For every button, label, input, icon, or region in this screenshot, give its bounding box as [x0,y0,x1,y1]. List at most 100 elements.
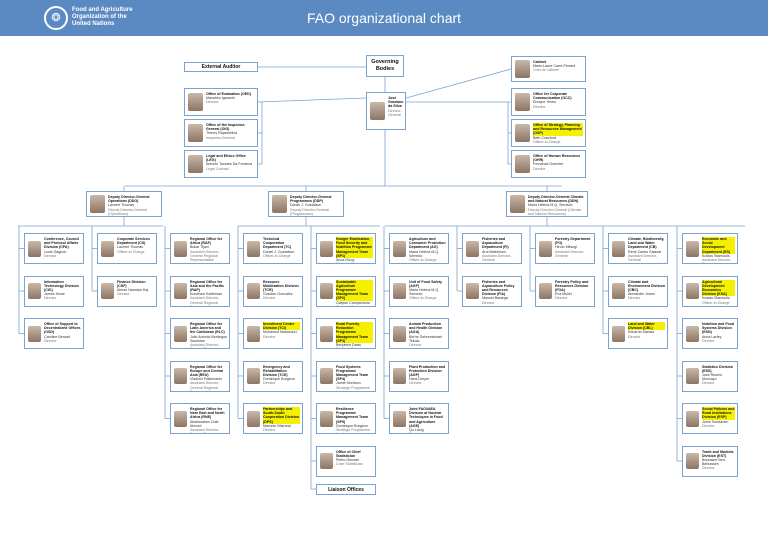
unit-name: Nutrition and Food Systems Division (ESN… [702,322,735,335]
column-0-unit-0: Conference, Council and Protocol Affairs… [24,233,84,264]
person-role: Director [409,343,422,348]
person-name: Hans Dreyer [409,377,430,382]
person-photo [272,195,287,213]
org-unit-text: Information Technology Division (CIO)Jam… [44,280,81,301]
person-role: Inspector-General [206,135,235,140]
unit-name: Climate and Environment Division (CBC) [628,279,665,292]
unit-name: Agriculture and Consumer Protection Depa… [409,237,446,250]
person-name: Anna Lartey [702,334,722,339]
unit-name: Deputy Director-General Programmes (DDP) [290,195,332,204]
person-name: Masahiro Igarashi [206,96,235,101]
person-role: Deputy Director-General (Programmes) [290,207,329,216]
person-name: James Howe [44,292,65,297]
person-photo [28,325,41,342]
org-unit-text: Office of Support to Decentralized Offic… [44,322,81,343]
person-name: Maria Helena M.Q. Semedo [409,287,440,297]
person-photo [320,283,333,299]
column-3-unit-3: Emergency and Rehabilitation Division (T… [243,360,303,392]
person-name: Antonio Tavares Da Fonseca [206,162,253,167]
column-4-unit-1: Sustainable Agriculture Programme Manage… [316,275,376,307]
column-3-unit-2: Investment Centre Division (TCI)Mohamed … [243,318,303,349]
person-photo [686,410,699,427]
person-photo [612,325,625,342]
person-name: Bukar Tijani [190,245,209,250]
person-role: Director [702,423,715,428]
person-role: Director [702,338,715,343]
person-name: Boubaker Ben-Belhassen [702,457,726,467]
column-8-unit-0: Climate, Biodiversity, Land and Water De… [608,233,668,264]
unit-name: Regional Office for Asia and the Pacific… [190,279,224,292]
unit-name: Forestry Department (FO) [555,237,591,246]
person-role: Director [206,100,219,105]
org-unit-text: Resource Mobilization Division (TCR)Gust… [263,280,300,301]
org-unit-text: Legal and Ethics Office (LEG)Antonio Tav… [206,154,255,171]
org-unit-text: Fisheries and Aquaculture Policy and Res… [482,280,519,305]
org-unit-text: Social Policies and Rural Institutions D… [702,407,735,428]
unit-name: Cabinet [533,60,547,64]
person-photo [188,93,203,111]
unit-name: Deputy Director-General Climate and Natu… [528,195,584,204]
unit-name: Animal Production and Health Division (A… [409,322,443,335]
person-role: Assistant Director-General Regional Repr… [190,428,220,433]
person-role: Assistant Director-General Regional Repr… [190,343,220,348]
person-photo [393,368,406,384]
person-photo [393,410,406,427]
column-3-unit-1: Resource Mobilization Division (TCR)Gust… [243,275,303,307]
dg-left-connector [257,97,367,103]
person-role: Director [263,381,276,386]
column-3-unit-0: Technical Cooperation Department (TC)Dan… [243,233,303,264]
person-photo [686,240,699,257]
governing-bodies-box-label: Governing Bodies [371,59,399,72]
ddg-box-0: Deputy Director-General Operations (DDO)… [86,191,162,217]
org-unit-text: Office of the Inspector-General (OIG)Thi… [206,123,255,140]
unit-name: Office of Evaluation (OED) [206,92,251,96]
org-unit-text: Regional Office for Africa (RAF)Bukar Ti… [190,237,227,262]
person-name: Dominique Burgeon [336,423,368,428]
external-auditor-box-label: External Auditor [201,64,241,70]
person-photo [320,240,333,257]
person-photo [515,124,530,142]
person-photo [539,240,552,257]
left-office-box-0: Office of Evaluation (OED)Masahiro Igara… [184,88,258,116]
column-1-unit-0: Corporate Services Department (CS)Lauren… [97,233,157,264]
person-role: Officer-in-Charge [702,300,730,305]
person-photo [174,283,187,299]
person-photo [174,368,187,384]
person-name: Mohamed Manssouri [263,330,297,335]
unit-name: Resilience Programme Management Team (SP… [336,407,369,424]
unit-name: Investment Centre Division (TCI) [263,322,300,331]
org-unit-text: Partnerships and South-South Cooperation… [263,407,300,432]
org-unit-text: Trade and Markets Division (EST)Boubaker… [702,450,735,471]
unit-name: Regional Office for Near East and North … [190,407,225,420]
unit-name: Partnerships and South-South Cooperation… [263,407,300,424]
person-name: Kostas Stamoulis [702,253,730,258]
unit-name: Office of Strategy, Planning and Resourc… [533,123,583,136]
org-unit-text: Technical Cooperation Department (TC)Dan… [263,237,300,258]
person-role: Assistant Director-General [628,253,658,263]
person-role: Officer-in-Charge [117,249,145,254]
left-office-box-1: Office of the Inspector-General (OIG)Thi… [184,119,258,147]
unit-name: Emergency and Rehabilitation Division (T… [263,364,290,377]
person-role: Director [263,296,276,301]
unit-name: Social Policies and Rural Institutions D… [702,407,735,420]
org-unit-text: Economic and Social Development Departme… [702,237,735,263]
person-photo [515,155,530,173]
person-role: Assistant Director-General [555,249,585,258]
person-photo [686,325,699,342]
person-photo [393,325,406,342]
org-unit-text: Animal Production and Health Division (A… [409,322,446,347]
column-2-unit-2: Regional Office for Latin America and th… [170,318,230,349]
person-role: Director [628,296,641,301]
org-unit-text: Investment Centre Division (TCI)Mohamed … [263,322,300,339]
person-photo [393,240,406,257]
org-unit-text: Regional Office for Europe and Central A… [190,365,227,391]
person-name: Daniel J. Gustafson [290,203,322,208]
unit-name: Fisheries and Aquaculture Policy and Res… [482,279,515,297]
column-9-unit-4: Social Policies and Rural Institutions D… [682,403,738,434]
person-role: Director [409,381,422,386]
person-photo [28,283,41,299]
